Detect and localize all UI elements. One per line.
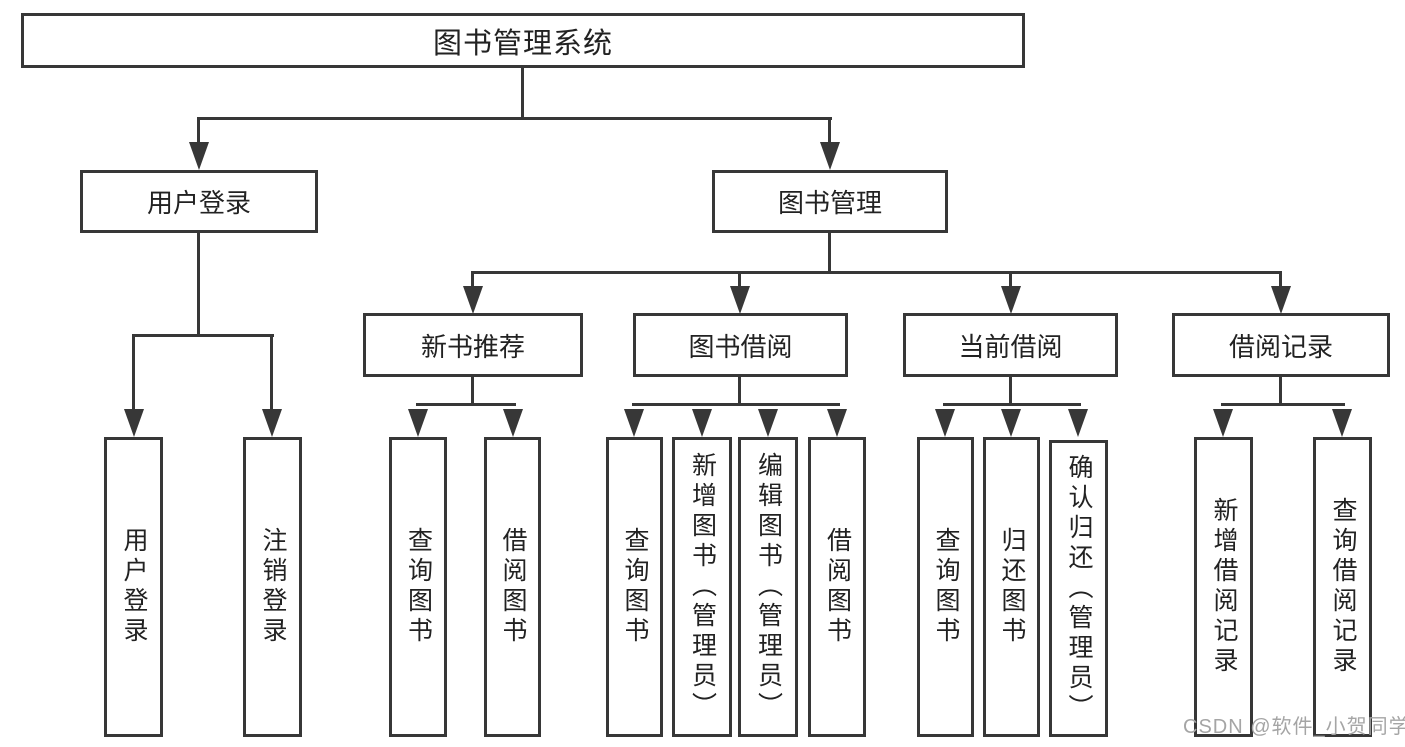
connector-user-login-stem	[197, 233, 200, 337]
leaf-current-return-books-label: 归还图书	[998, 527, 1026, 647]
leaf-record-add-label: 新增借阅记录	[1210, 497, 1238, 677]
connector-root-drop-right	[828, 117, 831, 145]
arrow-to-current-borrow	[1001, 286, 1021, 314]
connector-level3-drop-4	[1279, 271, 1282, 288]
connector-user-login-drop-left	[132, 334, 135, 412]
arrow-to-borrow-record	[1271, 286, 1291, 314]
leaf-borrow-add-books-admin-label: 新增图书（管理员）	[688, 452, 717, 722]
node-current-borrow: 当前借阅	[903, 313, 1118, 377]
leaf-current-query-books-label: 查询图书	[932, 527, 960, 647]
leaf-current-confirm-return-admin: 确认归还（管理员）	[1049, 440, 1108, 737]
arrow-to-current-confirm	[1068, 409, 1088, 437]
connector-root-stem	[521, 68, 524, 120]
leaf-recommend-borrow-books-label: 借阅图书	[499, 527, 527, 647]
connector-borrow-stem	[738, 377, 741, 406]
leaf-current-query-books: 查询图书	[917, 437, 974, 737]
leaf-logout-label: 注销登录	[259, 527, 287, 647]
arrow-to-recommend-borrow	[503, 409, 523, 437]
leaf-current-confirm-return-admin-label: 确认归还（管理员）	[1065, 453, 1093, 724]
node-book-borrow-label: 图书借阅	[688, 331, 793, 362]
connector-recommend-bar	[416, 403, 516, 406]
connector-current-stem	[1009, 377, 1012, 406]
connector-recommend-stem	[471, 377, 474, 406]
node-borrow-record: 借阅记录	[1172, 313, 1390, 377]
node-book-management: 图书管理	[712, 170, 948, 233]
leaf-borrow-edit-books-admin: 编辑图书（管理员）	[738, 437, 798, 737]
leaf-recommend-query-books-label: 查询图书	[404, 527, 433, 647]
leaf-logout: 注销登录	[243, 437, 302, 737]
leaf-borrow-borrow-books-label: 借阅图书	[823, 527, 852, 647]
connector-level3-drop-3	[1009, 271, 1012, 288]
connector-borrow-bar	[632, 403, 840, 406]
connector-record-bar	[1221, 403, 1345, 406]
arrow-to-user-login	[189, 142, 209, 170]
leaf-login-label: 用户登录	[120, 527, 148, 647]
arrow-to-book-borrow	[730, 286, 750, 314]
node-new-book-recommend-label: 新书推荐	[420, 331, 525, 362]
leaf-record-add: 新增借阅记录	[1194, 437, 1253, 737]
connector-user-login-drop-right	[270, 334, 273, 412]
connector-root-drop-left	[197, 117, 200, 145]
arrow-to-record-add	[1213, 409, 1233, 437]
arrow-to-current-return	[1001, 409, 1021, 437]
arrow-to-recommend-query	[408, 409, 428, 437]
node-root-label: 图书管理系统	[432, 27, 613, 60]
arrow-to-borrow-edit	[758, 409, 778, 437]
leaf-login: 用户登录	[104, 437, 163, 737]
node-new-book-recommend: 新书推荐	[363, 313, 583, 377]
arrow-to-leaf-login	[124, 409, 144, 437]
connector-current-bar	[943, 403, 1081, 406]
node-root: 图书管理系统	[21, 13, 1025, 68]
leaf-record-query: 查询借阅记录	[1313, 437, 1372, 737]
connector-book-management-stem	[828, 233, 831, 274]
connector-level3-drop-1	[471, 271, 474, 288]
connector-user-login-bar	[132, 334, 274, 337]
leaf-recommend-query-books: 查询图书	[389, 437, 447, 737]
leaf-borrow-borrow-books: 借阅图书	[808, 437, 866, 737]
connector-level3-bar	[471, 271, 1282, 274]
leaf-borrow-add-books-admin: 新增图书（管理员）	[672, 437, 732, 737]
connector-level3-drop-2	[738, 271, 741, 288]
arrow-to-record-query	[1332, 409, 1352, 437]
leaf-current-return-books: 归还图书	[983, 437, 1040, 737]
node-borrow-record-label: 借阅记录	[1228, 331, 1333, 362]
leaf-borrow-query-books-label: 查询图书	[621, 527, 649, 647]
arrow-to-book-management	[820, 142, 840, 170]
node-book-borrow: 图书借阅	[633, 313, 848, 377]
node-user-login-label: 用户登录	[146, 188, 251, 218]
connector-record-stem	[1279, 377, 1282, 406]
arrow-to-leaf-logout	[262, 409, 282, 437]
node-current-borrow-label: 当前借阅	[958, 331, 1063, 362]
leaf-record-query-label: 查询借阅记录	[1329, 497, 1357, 677]
connector-root-bar	[197, 117, 832, 120]
arrow-to-borrow-query	[624, 409, 644, 437]
arrow-to-current-query	[935, 409, 955, 437]
leaf-borrow-query-books: 查询图书	[606, 437, 663, 737]
leaf-borrow-edit-books-admin-label: 编辑图书（管理员）	[754, 452, 783, 722]
leaf-recommend-borrow-books: 借阅图书	[484, 437, 541, 737]
node-user-login: 用户登录	[80, 170, 318, 233]
csdn-watermark: CSDN @软件_小贺同学	[1183, 716, 1405, 738]
node-book-management-label: 图书管理	[777, 188, 882, 218]
arrow-to-borrow-add	[692, 409, 712, 437]
arrow-to-new-book-recommend	[463, 286, 483, 314]
arrow-to-borrow-borrow	[827, 409, 847, 437]
